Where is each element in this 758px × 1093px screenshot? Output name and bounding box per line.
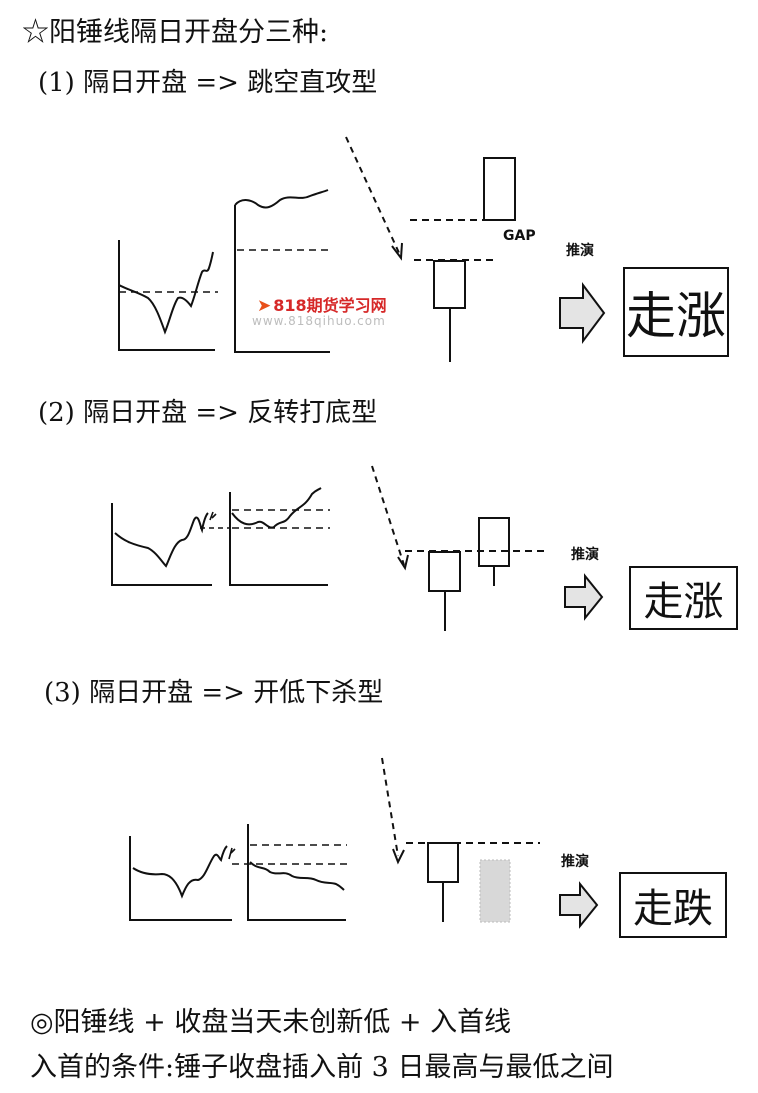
- s2-hammer-body: [428, 551, 461, 592]
- s3-result-box: 走跌: [619, 872, 727, 938]
- s2-chart-a-axes: [111, 503, 212, 586]
- s3-chart-b-line: [249, 861, 345, 891]
- s3-chart-b-axes: [247, 824, 346, 921]
- section-3-heading: (3) 隔日开盘 => 开低下杀型: [44, 678, 384, 708]
- s2-trend-arrowhead: [397, 554, 409, 571]
- s1-chart-b-axes: [234, 205, 330, 353]
- page-title: ☆阳锤线隔日开盘分三种:: [22, 17, 329, 48]
- s1-deduce-label: 推演: [566, 243, 594, 259]
- gap-label: GAP: [503, 228, 536, 244]
- s1-trend-line: [345, 136, 401, 256]
- section-2-heading: (2) 隔日开盘 => 反转打底型: [38, 398, 378, 428]
- s2-chart-a-line: [114, 512, 209, 568]
- s1-trend-arrowhead: [391, 242, 403, 261]
- s3-trend-line: [381, 757, 399, 857]
- watermark-logo: ➤818期货学习网: [257, 296, 387, 316]
- section-2-diagram: [111, 465, 604, 631]
- s1-arrow-icon: [559, 282, 606, 344]
- section-1-diagram: [118, 136, 606, 362]
- s2-deduce-label: 推演: [571, 547, 599, 563]
- watermark-url: www.818qihuo.com: [252, 314, 386, 328]
- flame-icon: ➤: [257, 296, 272, 316]
- s2-chart-b-line: [231, 487, 322, 529]
- footer-line-1: ◎阳锤线 + 收盘当天未创新低 + 入首线: [30, 1007, 512, 1038]
- s2-chart-b-axes: [229, 492, 328, 586]
- s1-chart-a-axes: [118, 240, 215, 351]
- s3-hammer-body: [427, 842, 459, 883]
- s2-next-body: [478, 517, 510, 567]
- s1-gap-candle: [483, 157, 516, 221]
- footer-line-2: 入首的条件:锤子收盘插入前 3 日最高与最低之间: [30, 1052, 614, 1083]
- section-3-diagram: [129, 757, 599, 929]
- s2-result-box: 走涨: [629, 566, 738, 630]
- s3-trend-arrowhead: [392, 848, 405, 865]
- s1-hammer-body: [433, 260, 466, 309]
- s2-tick-a: [209, 511, 217, 521]
- s1-chart-a-line: [118, 251, 214, 335]
- s3-chart-a-line: [132, 845, 228, 899]
- s2-trend-line: [371, 465, 405, 566]
- s3-deduce-label: 推演: [561, 854, 589, 870]
- s1-result-box: 走涨: [623, 267, 729, 357]
- s1-chart-b-line: [234, 189, 329, 209]
- s3-tick-a: [228, 847, 236, 860]
- s3-chart-a-axes: [129, 836, 232, 921]
- s3-next-body-shaded: [479, 859, 511, 923]
- s3-arrow-icon: [559, 881, 599, 929]
- section-1-heading: (1) 隔日开盘 => 跳空直攻型: [38, 68, 378, 98]
- s2-arrow-icon: [564, 573, 604, 621]
